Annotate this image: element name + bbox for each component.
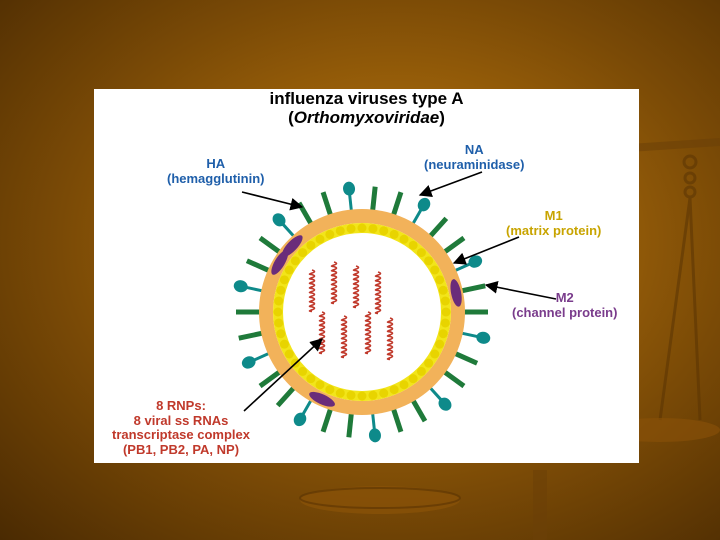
rnp-segment xyxy=(386,317,394,361)
m1-dot xyxy=(408,374,418,384)
m1-dot xyxy=(440,318,450,328)
m1-dot xyxy=(325,229,335,239)
m1-dot xyxy=(399,380,409,390)
rnp-arrow xyxy=(243,338,323,412)
m1-dot xyxy=(274,318,284,328)
ha-name: HA xyxy=(206,156,226,171)
m1-dot xyxy=(389,229,399,239)
lipid-envelope xyxy=(259,209,465,415)
m1-dot xyxy=(279,339,289,349)
rnp-segment xyxy=(308,269,316,313)
title-family: (Orthomyxoviridae) xyxy=(288,108,445,128)
title-line: influenza viruses type A xyxy=(269,89,464,108)
influenza-virion-diagram xyxy=(233,171,557,443)
m1-desc: (matrix protein) xyxy=(506,222,602,238)
m1-dot xyxy=(424,256,434,266)
m2-desc: (channel protein) xyxy=(512,304,618,320)
m1-dot xyxy=(284,349,294,359)
m1-dot xyxy=(325,385,335,395)
m1-dot xyxy=(306,374,316,384)
na-name: NA xyxy=(464,142,484,157)
m1-dots xyxy=(273,223,451,401)
m1-dot xyxy=(274,296,284,306)
rnp-line-2: 8 viral ss RNAs xyxy=(133,412,229,428)
m2-channel xyxy=(282,235,303,257)
m1-dot xyxy=(290,256,300,266)
m1-dot xyxy=(357,223,367,233)
rnp-line-4: (PB1, PB2, PA, NP) xyxy=(122,441,240,457)
m1-dot xyxy=(276,329,286,339)
m1-dot xyxy=(315,380,325,390)
m1-dot xyxy=(438,329,448,339)
m1-dot xyxy=(298,366,308,376)
m2-arrow xyxy=(484,280,557,300)
rnp-line-3: transcriptase complex xyxy=(111,427,250,443)
na-arrow xyxy=(418,171,483,197)
m1-dot xyxy=(368,224,378,234)
m1-dot xyxy=(346,224,356,234)
m1-dot xyxy=(408,240,418,250)
rnp-segment xyxy=(364,311,372,355)
m1-dot xyxy=(273,307,283,317)
rnp-label: 8 RNPs: 8 viral ss RNAs transcriptase co… xyxy=(96,398,266,457)
rnp-line-1: 8 RNPs: xyxy=(156,398,206,413)
m1-label: M1 (matrix protein) xyxy=(506,208,602,238)
virion-core xyxy=(284,234,440,390)
m2-name: M2 xyxy=(555,290,574,305)
m2-label: M2 (channel protein) xyxy=(512,290,618,320)
m1-dot xyxy=(368,390,378,400)
rnp-segment xyxy=(374,271,382,315)
diagram-panel: influenza viruses type A (Orthomyxovirid… xyxy=(94,89,639,463)
m1-dot xyxy=(279,275,289,285)
na-desc: (neuraminidase) xyxy=(424,156,525,172)
m1-dot xyxy=(315,234,325,244)
ha-label: HA (hemagglutinin) xyxy=(167,156,265,186)
rnp-segment xyxy=(330,261,338,305)
family-name: Orthomyxoviridae xyxy=(293,108,440,128)
m1-dot xyxy=(416,366,426,376)
m1-dot xyxy=(399,234,409,244)
m1-dot xyxy=(335,388,345,398)
m1-dot xyxy=(379,226,389,236)
ha-arrow xyxy=(241,191,304,211)
m1-dot xyxy=(441,307,451,317)
diagram-title: influenza viruses type A (Orthomyxovirid… xyxy=(94,89,639,127)
m2-channel xyxy=(450,279,462,307)
m1-dot xyxy=(276,285,286,295)
m1-dot xyxy=(284,265,294,275)
m1-dot xyxy=(424,358,434,368)
m1-dot xyxy=(438,285,448,295)
m1-dot xyxy=(306,240,316,250)
m1-name: M1 xyxy=(544,208,563,223)
m1-dot xyxy=(430,265,440,275)
m1-dot xyxy=(357,391,367,401)
m1-dot xyxy=(435,339,445,349)
m1-dot xyxy=(440,296,450,306)
rnp-segment xyxy=(352,265,360,309)
m1-dot xyxy=(298,248,308,258)
m2-channels xyxy=(271,235,462,407)
m1-dot xyxy=(430,349,440,359)
ha-desc: (hemagglutinin) xyxy=(167,170,265,186)
na-label: NA (neuraminidase) xyxy=(424,142,525,172)
m2-channel xyxy=(309,391,335,407)
m1-arrow xyxy=(452,236,520,265)
m1-dot xyxy=(379,388,389,398)
m1-dot xyxy=(435,275,445,285)
virion xyxy=(233,181,491,443)
rnp-segment xyxy=(340,315,348,359)
m1-dot xyxy=(416,248,426,258)
m1-dot xyxy=(389,385,399,395)
m1-dot xyxy=(335,226,345,236)
m1-dot xyxy=(346,390,356,400)
